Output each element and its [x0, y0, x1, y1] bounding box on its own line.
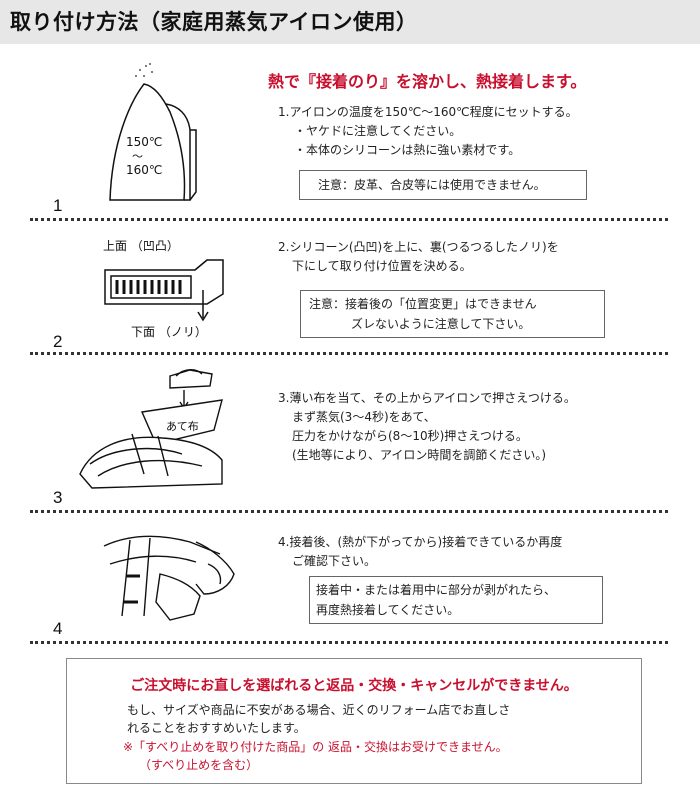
step4-note-text-2: 再度熱接着してください。	[316, 603, 460, 617]
notice-line-1: もし、サイズや商品に不安がある場合、近くのリフォーム店でお直しさ	[127, 703, 511, 717]
iron-illustration: 150℃ 〜 160℃	[109, 63, 197, 201]
notice-heading: ご注文時にお直しを選ばれると返品・交換・キャンセルができません。	[130, 678, 578, 694]
step3-line-3: 圧力をかけながら(8〜10秒)押さえつける。	[292, 429, 528, 443]
notice-line-2: れることをおすすめいたします。	[127, 721, 306, 735]
step-number-4: 4	[53, 619, 63, 638]
step2-caution-text-2: ズレないように注意して下さい。	[351, 317, 531, 331]
step4-line-1: 4.接着後、(熱が下がってから)接着できているか再度	[278, 535, 563, 549]
press-cloth-label: あて布	[166, 420, 199, 433]
step-number-3: 3	[53, 488, 63, 507]
iron-pressing-illustration: あて布	[79, 369, 223, 489]
step2-caution-box: 注意：接着後の「位置変更」はできません ズレないように注意して下さい。	[300, 290, 605, 338]
step-separator	[30, 352, 668, 355]
step1-line-1: 1.アイロンの温度を150℃〜160℃程度にセットする。	[278, 105, 578, 119]
step1-line-3: ・本体のシリコーンは熱に強い素材です。	[294, 143, 521, 157]
alteration-notice-box: ご注文時にお直しを選ばれると返品・交換・キャンセルができません。 もし、サイズや…	[66, 658, 642, 784]
step4-note-text-1: 接着中・または着用中に部分が剥がれたら、	[316, 583, 557, 597]
iron-temp-low: 160℃	[126, 163, 162, 177]
step-separator	[30, 641, 668, 644]
iron-temp-sep: 〜	[132, 150, 143, 163]
step4-note-box: 接着中・または着用中に部分が剥がれたら、 再度熱接着してください。	[309, 576, 603, 624]
anti-slip-pad-illustration: 上面 （凹凸） 下面 （ノリ）	[103, 239, 224, 339]
step-number-1: 1	[53, 196, 63, 215]
step3-line-1: 3.薄い布を当て、その上からアイロンで押さえつける。	[278, 391, 576, 405]
page-title: 取り付け方法（家庭用蒸気アイロン使用）	[10, 9, 418, 34]
step4-line-2: ご確認下さい。	[292, 554, 377, 568]
step1-caution-text: 注意：皮革、合皮等には使用できません。	[318, 178, 546, 192]
step3-line-4: (生地等により、アイロン時間を調節ください。)	[292, 448, 547, 462]
step2-caution-text-1: 注意：接着後の「位置変更」はできません	[309, 297, 537, 311]
top-side-label: 上面 （凹凸）	[103, 239, 179, 253]
step-number-2: 2	[53, 332, 63, 351]
notice-red-line-1: ※「すべり止めを取り付けた商品」の 返品・交換はお受けできません。	[123, 740, 508, 754]
step-separator	[30, 510, 668, 513]
step1-caution-box: 注意：皮革、合皮等には使用できません。	[299, 170, 587, 200]
step1-lead: 熱で『接着のり』を溶かし、熱接着します。	[268, 72, 587, 91]
step3-line-2: まず蒸気(3〜4秒)をあて、	[292, 410, 436, 424]
step2-line-2: 下にして取り付け位置を決める。	[292, 259, 472, 273]
iron-temp-high: 150℃	[126, 135, 162, 149]
check-adhesion-illustration	[103, 535, 235, 621]
step-separator	[30, 218, 668, 221]
notice-red-line-2: （すべり止めを含む）	[139, 758, 259, 772]
step1-line-2: ・ヤケドに注意してください。	[294, 124, 462, 138]
page-header: 取り付け方法（家庭用蒸気アイロン使用）	[0, 0, 700, 44]
step2-line-1: 2.シリコーン(凸凹)を上に、裏(つるつるしたノリ)を	[278, 240, 559, 254]
bottom-side-label: 下面 （ノリ）	[131, 325, 207, 339]
